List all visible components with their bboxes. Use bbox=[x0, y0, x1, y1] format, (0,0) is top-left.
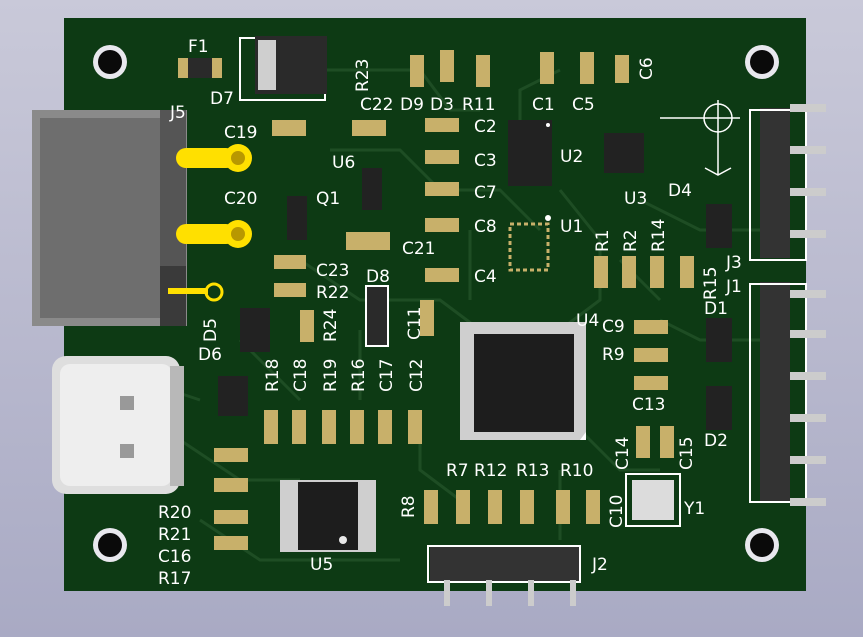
label-U1: U1 bbox=[560, 217, 583, 237]
label-U5: U5 bbox=[310, 555, 333, 575]
label-Q1: Q1 bbox=[316, 189, 340, 209]
label-U3: U3 bbox=[624, 189, 647, 209]
label-U6: U6 bbox=[332, 153, 355, 173]
label-R16: R16 bbox=[349, 359, 369, 392]
label-Y1: Y1 bbox=[683, 499, 705, 519]
diode-d7 bbox=[239, 36, 327, 101]
label-J1: J1 bbox=[725, 277, 742, 297]
fuse-f1 bbox=[178, 58, 222, 78]
label-R9: R9 bbox=[602, 345, 625, 365]
passive-components bbox=[214, 50, 694, 550]
silkscreen-labels: F1 D7 R23 C22 D9 D3 R11 C1 C5 C6 J5 C19 … bbox=[158, 37, 742, 589]
label-C18: C18 bbox=[291, 358, 311, 392]
crystal-y1 bbox=[625, 473, 681, 527]
label-R14: R14 bbox=[649, 219, 669, 252]
label-C13: C13 bbox=[632, 395, 666, 415]
label-R23: R23 bbox=[353, 59, 373, 92]
ic-u4 bbox=[460, 322, 586, 440]
diode-d8 bbox=[365, 285, 389, 347]
label-R2: R2 bbox=[621, 229, 641, 252]
label-F1: F1 bbox=[188, 37, 209, 57]
origin-marker bbox=[660, 100, 740, 176]
label-C7: C7 bbox=[474, 183, 497, 203]
header-j1 bbox=[749, 282, 826, 506]
label-C21: C21 bbox=[402, 239, 436, 259]
label-R24: R24 bbox=[321, 309, 341, 342]
connector-j5 bbox=[32, 110, 252, 326]
label-C4: C4 bbox=[474, 267, 497, 287]
transistor-q1 bbox=[287, 196, 307, 240]
label-D1: D1 bbox=[704, 299, 728, 319]
label-R21: R21 bbox=[158, 525, 191, 545]
diode-d6 bbox=[218, 376, 248, 416]
label-C9: C9 bbox=[602, 317, 625, 337]
mounting-holes bbox=[93, 45, 779, 562]
label-R11: R11 bbox=[462, 95, 495, 115]
label-R13: R13 bbox=[516, 461, 549, 481]
label-C17: C17 bbox=[377, 358, 397, 392]
ic-u2 bbox=[508, 120, 552, 186]
ic-u5 bbox=[280, 480, 376, 552]
label-R12: R12 bbox=[474, 461, 507, 481]
label-R1: R1 bbox=[593, 229, 613, 252]
label-C11: C11 bbox=[405, 306, 425, 340]
label-R19: R19 bbox=[321, 359, 341, 392]
label-C8: C8 bbox=[474, 217, 497, 237]
label-C14: C14 bbox=[613, 436, 633, 470]
diode-d4 bbox=[706, 204, 732, 248]
diode-d1 bbox=[706, 318, 732, 362]
label-C22: C22 bbox=[360, 95, 394, 115]
label-R17: R17 bbox=[158, 569, 191, 589]
label-U2: U2 bbox=[560, 147, 583, 167]
label-D9: D9 bbox=[400, 95, 424, 115]
label-D6: D6 bbox=[198, 345, 222, 365]
label-J5: J5 bbox=[169, 103, 186, 123]
label-C16: C16 bbox=[158, 547, 192, 567]
label-R7: R7 bbox=[446, 461, 469, 481]
label-C19: C19 bbox=[224, 123, 258, 143]
label-R8: R8 bbox=[399, 495, 419, 518]
label-U4: U4 bbox=[576, 311, 599, 331]
label-C15: C15 bbox=[677, 436, 697, 470]
label-C10: C10 bbox=[607, 494, 627, 528]
label-C1: C1 bbox=[532, 95, 555, 115]
label-R10: R10 bbox=[560, 461, 593, 481]
label-R18: R18 bbox=[263, 359, 283, 392]
label-R15: R15 bbox=[701, 267, 721, 300]
label-J3: J3 bbox=[725, 253, 742, 273]
label-D7: D7 bbox=[210, 89, 234, 109]
label-C23: C23 bbox=[316, 261, 350, 281]
ic-u3 bbox=[604, 133, 644, 173]
label-R20: R20 bbox=[158, 503, 191, 523]
label-C12: C12 bbox=[407, 358, 427, 392]
label-D3: D3 bbox=[430, 95, 454, 115]
ic-u6 bbox=[362, 168, 382, 210]
label-C20: C20 bbox=[224, 189, 258, 209]
header-j2 bbox=[427, 545, 581, 606]
usb-c-connector bbox=[52, 356, 184, 494]
label-D2: D2 bbox=[704, 431, 728, 451]
label-D4: D4 bbox=[668, 181, 692, 201]
label-R22: R22 bbox=[316, 283, 349, 303]
ic-u1 bbox=[508, 215, 551, 272]
diode-d5 bbox=[240, 308, 270, 352]
diode-d2 bbox=[706, 386, 732, 430]
label-J2: J2 bbox=[591, 555, 608, 575]
label-C2: C2 bbox=[474, 117, 497, 137]
label-D5: D5 bbox=[201, 318, 221, 342]
label-C3: C3 bbox=[474, 151, 497, 171]
label-D8: D8 bbox=[366, 267, 390, 287]
label-C6: C6 bbox=[637, 57, 657, 80]
header-j3 bbox=[749, 104, 826, 261]
label-C5: C5 bbox=[572, 95, 595, 115]
